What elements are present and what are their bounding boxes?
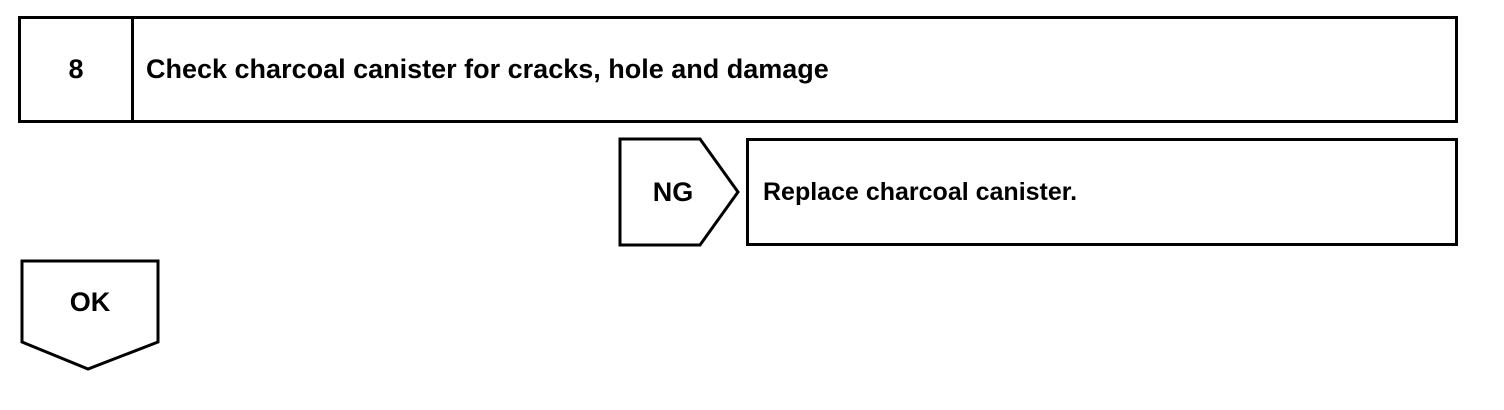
ok-label: OK [69, 286, 111, 317]
ng-label: NG [652, 176, 694, 207]
step-number: 8 [21, 19, 134, 120]
step-title: Check charcoal canister for cracks, hole… [146, 54, 829, 84]
ng-action-box: Replace charcoal canister. [746, 138, 1458, 246]
step-box: 8 Check charcoal canister for cracks, ho… [18, 16, 1458, 123]
ng-action-text: Replace charcoal canister. [763, 177, 1078, 206]
